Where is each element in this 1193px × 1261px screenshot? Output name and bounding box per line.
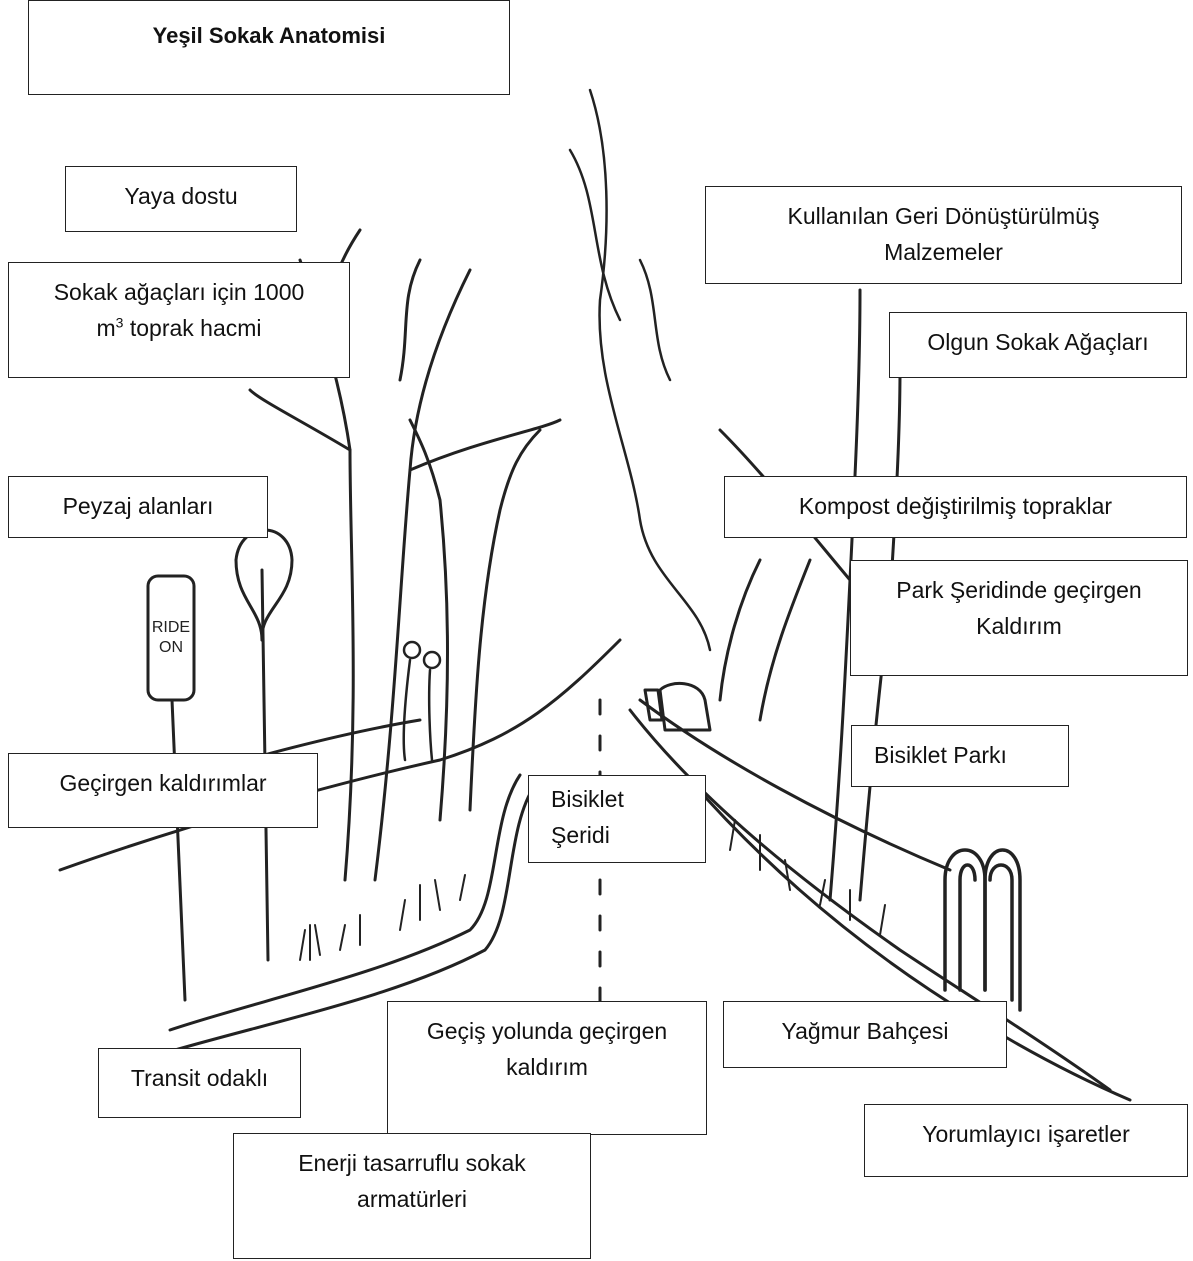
label-landscape-areas: Peyzaj alanları bbox=[8, 476, 268, 538]
energy-line2: armatürleri bbox=[357, 1186, 467, 1212]
label-transit-oriented: Transit odaklı bbox=[98, 1048, 301, 1118]
label-rain-garden: Yağmur Bahçesi bbox=[723, 1001, 1007, 1068]
bike-lane-line2: Şeridi bbox=[551, 822, 610, 848]
driveway-line2: kaldırım bbox=[506, 1054, 588, 1080]
parked-cars bbox=[645, 683, 710, 730]
soil-volume-unit: m bbox=[96, 315, 115, 341]
label-soil-volume: Sokak ağaçları için 1000 m3 toprak hacmi bbox=[8, 262, 350, 378]
center-tree bbox=[570, 90, 710, 650]
label-mature-street-trees: Olgun Sokak Ağaçları bbox=[889, 312, 1187, 378]
soil-volume-exponent: 3 bbox=[116, 314, 124, 330]
label-compost-soils: Kompost değiştirilmiş topraklar bbox=[724, 476, 1187, 538]
label-bike-lane: Bisiklet Şeridi bbox=[528, 775, 706, 863]
soil-volume-line1: Sokak ağaçları için 1000 bbox=[54, 279, 305, 305]
sign-text-2: ON bbox=[159, 639, 183, 656]
soil-volume-rest: toprak hacmi bbox=[130, 315, 262, 341]
energy-line1: Enerji tasarruflu sokak bbox=[298, 1150, 526, 1176]
label-bike-parking: Bisiklet Parkı bbox=[851, 725, 1069, 787]
label-permeable-driveway: Geçiş yolunda geçirgen kaldırım bbox=[387, 1001, 707, 1135]
parking-line1: Park Şeridinde geçirgen bbox=[896, 577, 1141, 603]
recycled-line1: Kullanılan Geri Dönüştürülmüş bbox=[788, 203, 1100, 229]
label-energy-efficient-lights: Enerji tasarruflu sokak armatürleri bbox=[233, 1133, 591, 1259]
label-recycled-materials: Kullanılan Geri Dönüştürülmüş Malzemeler bbox=[705, 186, 1182, 284]
diagram-title: Yeşil Sokak Anatomisi bbox=[28, 0, 510, 95]
label-interpretive-signs: Yorumlayıcı işaretler bbox=[864, 1104, 1188, 1177]
label-permeable-sidewalks: Geçirgen kaldırımlar bbox=[8, 753, 318, 828]
driveway-line1: Geçiş yolunda geçirgen bbox=[427, 1018, 667, 1044]
parking-line2: Kaldırım bbox=[976, 613, 1062, 639]
pedestrians bbox=[404, 642, 440, 760]
left-tree-2 bbox=[410, 420, 540, 820]
label-permeable-parking-lane: Park Şeridinde geçirgen Kaldırım bbox=[850, 560, 1188, 676]
recycled-line2: Malzemeler bbox=[884, 239, 1003, 265]
street-lamp bbox=[236, 530, 292, 960]
bike-lane-line1: Bisiklet bbox=[551, 786, 624, 812]
label-pedestrian-friendly: Yaya dostu bbox=[65, 166, 297, 232]
sign-text-1: RIDE bbox=[152, 619, 190, 636]
